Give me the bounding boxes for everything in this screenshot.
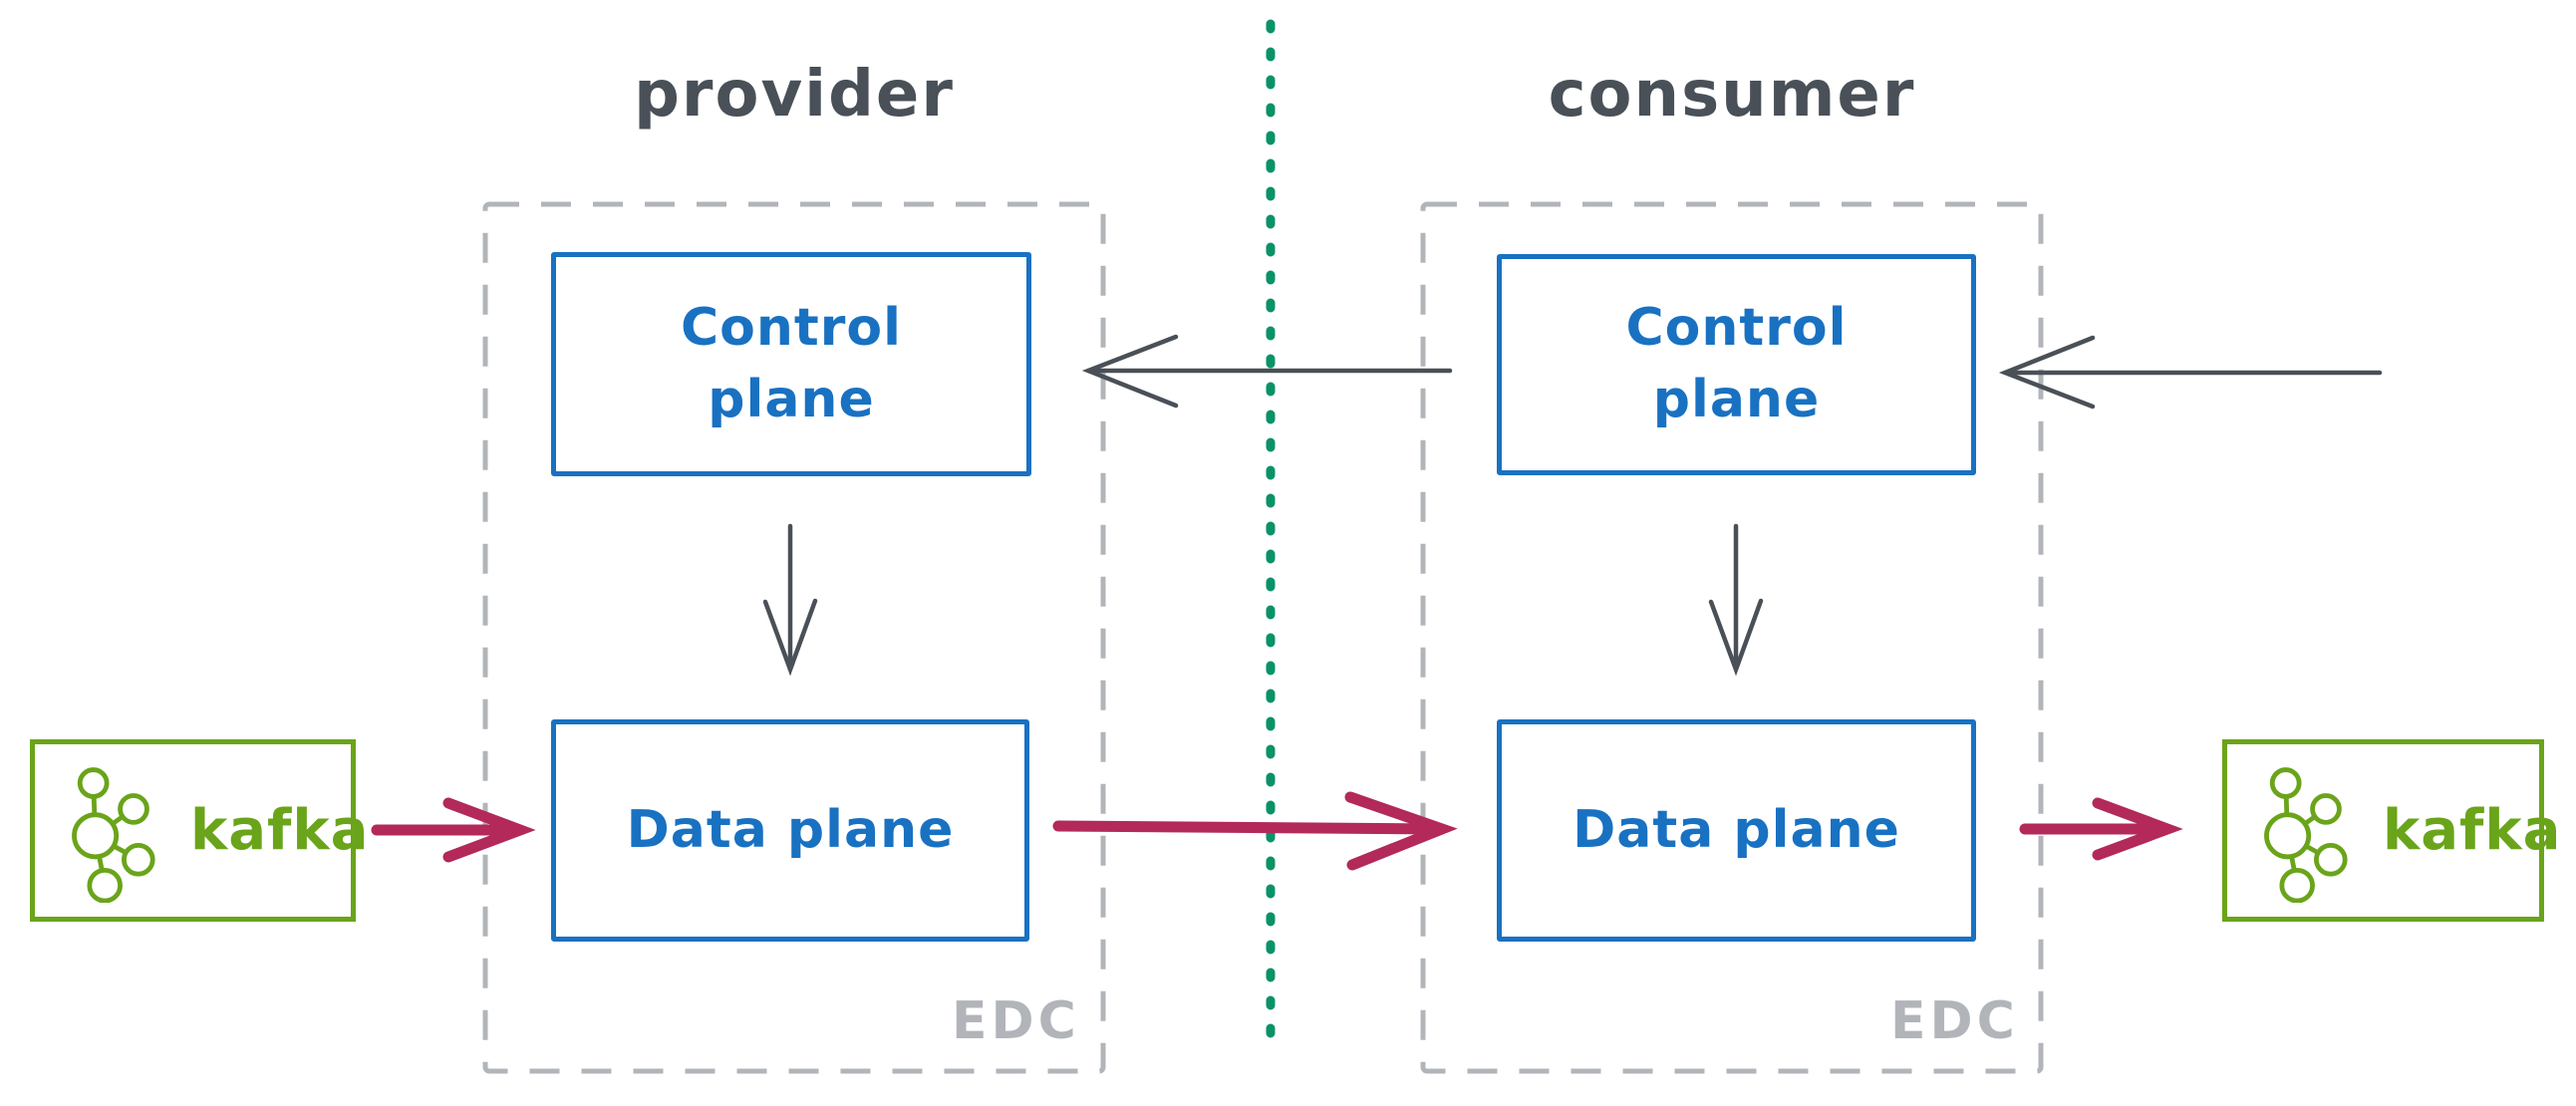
consumer-boundary-box bbox=[1420, 201, 2044, 1074]
provider-title: provider bbox=[634, 58, 955, 132]
external-to-consumer-controlplane-arrow bbox=[1998, 335, 2383, 410]
kafka-label-left: kafka bbox=[190, 798, 370, 863]
provider-boundary-box bbox=[482, 201, 1106, 1074]
consumer-dataplane-to-kafka-arrow bbox=[2019, 797, 2183, 861]
provider-edc-label: EDC bbox=[952, 991, 1080, 1051]
consumer-controlplane-to-dataplane-arrow bbox=[1708, 523, 1764, 677]
kafka-box-left: kafka bbox=[30, 739, 368, 922]
provider-controlplane-to-dataplane-arrow bbox=[762, 523, 818, 677]
consumer-control-plane-box: Control plane bbox=[1497, 254, 1976, 475]
consumer-to-provider-controlplane-arrow bbox=[1081, 334, 1453, 409]
kafka-logo-icon bbox=[2264, 766, 2348, 903]
consumer-data-plane-label: Data plane bbox=[1573, 799, 1900, 860]
provider-control-plane-box: Control plane bbox=[551, 252, 1031, 476]
consumer-edc-label: EDC bbox=[1890, 991, 2019, 1051]
consumer-data-plane-box: Data plane bbox=[1497, 719, 1976, 942]
kafka-logo-icon bbox=[72, 766, 155, 903]
provider-data-plane-box: Data plane bbox=[551, 719, 1029, 942]
consumer-control-plane-label: Control plane bbox=[1625, 298, 1848, 429]
provider-control-plane-label: Control plane bbox=[681, 297, 902, 429]
kafka-box-right: kafka bbox=[2222, 739, 2560, 922]
provider-data-plane-label: Data plane bbox=[626, 799, 955, 860]
kafka-label-right: kafka bbox=[2383, 798, 2562, 863]
kafka-to-provider-dataplane-arrow bbox=[371, 797, 536, 863]
consumer-title: consumer bbox=[1548, 58, 1916, 132]
provider-to-consumer-dataplane-arrow bbox=[1052, 791, 1458, 871]
